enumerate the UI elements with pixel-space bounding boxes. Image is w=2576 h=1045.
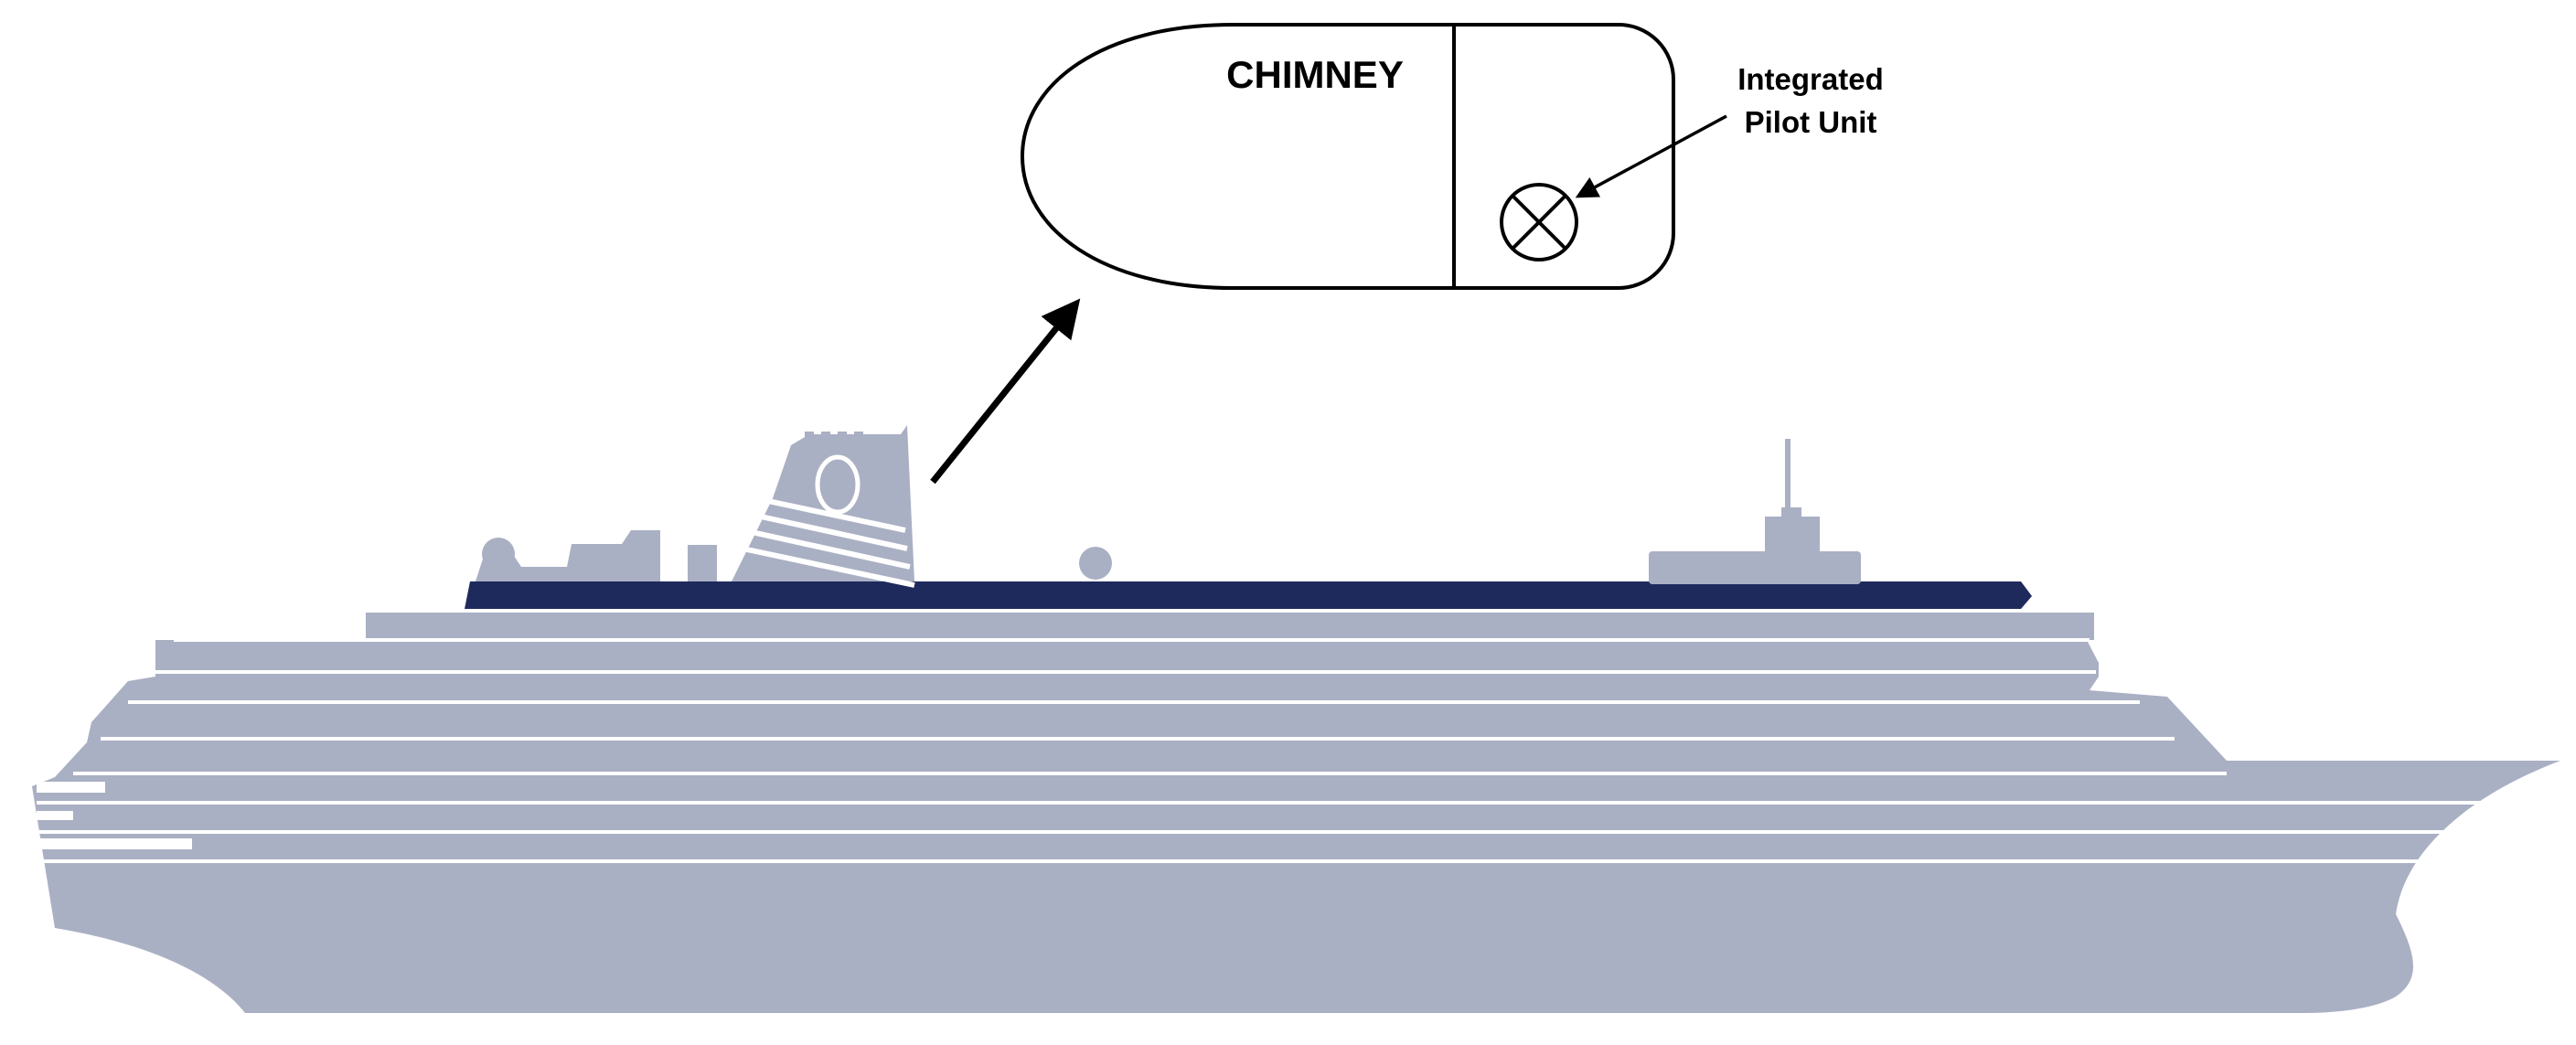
- bridge-mast: [1649, 439, 1861, 584]
- deck-lines: [37, 638, 2507, 863]
- aft-superstructure: [476, 530, 1112, 581]
- deck-band: [465, 581, 2032, 609]
- ship-silhouette: [32, 425, 2560, 1013]
- chimney-label: CHIMNEY: [1226, 53, 1404, 96]
- chimney-plan-view: CHIMNEY Integrated Pilot Unit: [1020, 23, 1884, 290]
- ship-hull: [32, 613, 2560, 1013]
- callout-arrow: [1575, 114, 1727, 198]
- pointer-arrow: [930, 298, 1081, 485]
- stern-decks: [37, 782, 192, 849]
- callout-label-line1: Integrated: [1737, 62, 1884, 96]
- ship-upper-edge: [366, 613, 2094, 631]
- callout-label-line2: Pilot Unit: [1745, 105, 1877, 139]
- ship-chimney: [732, 425, 915, 588]
- pilot-unit-icon: [1500, 183, 1578, 261]
